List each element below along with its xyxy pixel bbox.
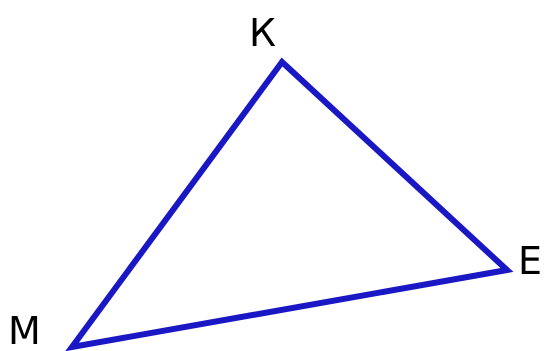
triangle-kem: [65, 57, 514, 351]
vertex-label-e: E: [518, 239, 542, 283]
vertex-label-m: M: [8, 309, 41, 351]
vertex-label-k: К: [249, 11, 276, 55]
